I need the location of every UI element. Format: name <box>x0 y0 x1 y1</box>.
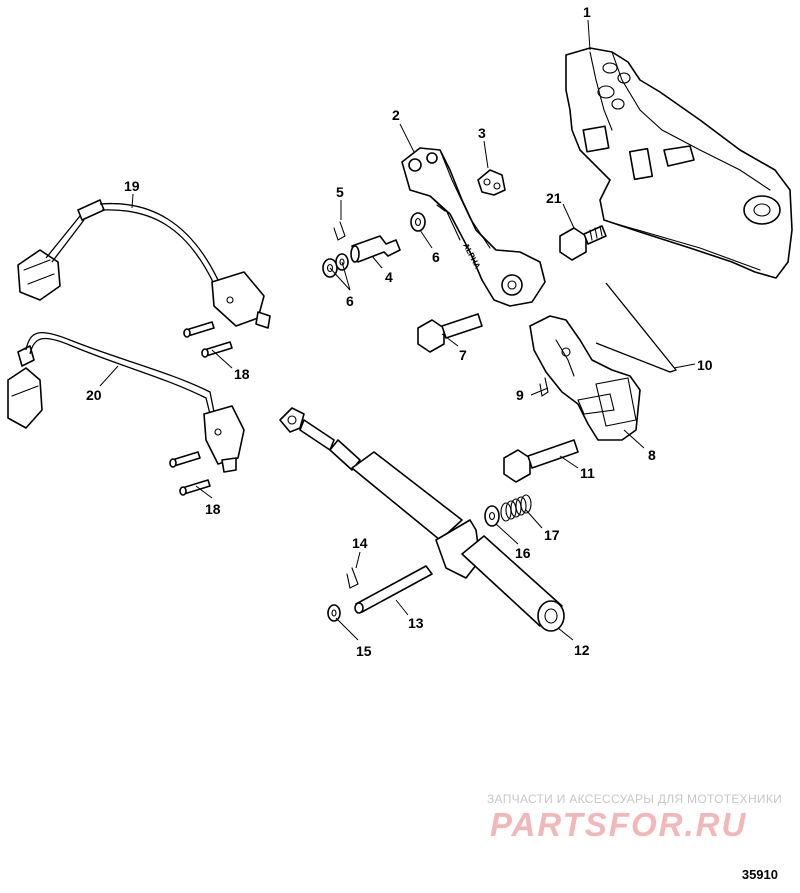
callout-12: 12 <box>574 642 590 658</box>
callout-13: 13 <box>408 615 424 631</box>
part-20-switch-harness <box>7 331 245 473</box>
callout-1: 1 <box>583 4 591 20</box>
callout-3: 3 <box>478 125 486 141</box>
part-15-washer <box>327 604 341 622</box>
callout-4: 4 <box>385 269 393 285</box>
callout-6a: 6 <box>432 249 440 265</box>
callout-8: 8 <box>648 447 656 463</box>
part-13-pin <box>354 565 433 614</box>
part-18-screws <box>169 321 233 496</box>
callout-17: 17 <box>544 527 560 543</box>
part-5-cotter-pin <box>333 221 346 241</box>
part-21-bolt <box>559 225 607 261</box>
callout-10: 10 <box>697 357 713 373</box>
callout-19: 19 <box>124 178 140 194</box>
callout-5: 5 <box>336 184 344 200</box>
part-3-plate <box>477 169 506 196</box>
callout-6b: 6 <box>346 293 354 309</box>
callout-7: 7 <box>459 347 467 363</box>
callout-21: 21 <box>546 190 562 206</box>
figure-number: 35910 <box>741 867 778 882</box>
callout-labels: 1 2 3 5 4 6 6 7 8 9 10 11 12 13 14 15 16… <box>86 4 713 659</box>
part-4-pin <box>350 235 401 263</box>
part-9-cotter-pin <box>539 377 549 397</box>
part-16-washer <box>484 505 500 527</box>
part-17-spring <box>500 494 532 522</box>
callout-14: 14 <box>352 535 368 551</box>
callout-18a: 18 <box>234 366 250 382</box>
callout-11: 11 <box>580 465 595 481</box>
part-19-switch-harness <box>17 199 271 329</box>
part-11-bolt <box>503 439 579 483</box>
callout-15: 15 <box>356 643 372 659</box>
part-1-bracket-plate <box>565 47 793 279</box>
part-14-cotter-pin <box>346 567 359 589</box>
callout-2: 2 <box>392 107 400 123</box>
part-8-cam <box>529 315 641 441</box>
part-7-bolt <box>417 313 483 353</box>
watermark-tagline: ЗАПЧАСТИ И АКСЕССУАРЫ ДЛЯ МОТОТЕХНИКИ <box>487 792 783 806</box>
watermark-logo-text: PARTSFOR.RU <box>490 806 748 843</box>
leader-lines <box>99 19 696 641</box>
callout-20: 20 <box>86 387 102 403</box>
callout-9: 9 <box>516 387 524 403</box>
part-12-shaft <box>279 407 565 632</box>
callout-16: 16 <box>515 545 531 561</box>
callout-18b: 18 <box>205 501 221 517</box>
part-10-rod <box>595 282 678 373</box>
